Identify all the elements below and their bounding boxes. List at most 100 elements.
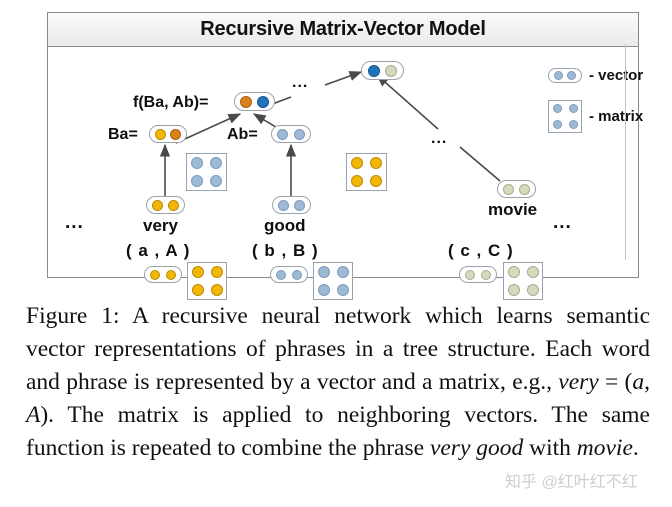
dot-olive xyxy=(507,284,520,296)
dot-blue xyxy=(552,104,562,114)
dot-blue xyxy=(210,157,223,169)
dot-yellow xyxy=(370,157,383,169)
tuple-label-very: ( a , A ) xyxy=(126,241,191,260)
caption-text-2: = ( xyxy=(598,369,633,395)
dot-orange xyxy=(170,128,182,140)
dot-yellow xyxy=(168,199,179,211)
dot-yellow xyxy=(350,157,363,169)
dot-blue xyxy=(317,284,330,296)
word-label-movie: movie xyxy=(488,200,538,219)
legend-divider xyxy=(625,44,626,260)
node-very-vector-lower[interactable] xyxy=(144,266,182,283)
dot-blue xyxy=(276,269,287,280)
figure-caption: Figure 1: A recursive neural network whi… xyxy=(26,300,650,465)
tuple-label-good: ( b , B ) xyxy=(252,241,319,260)
ab-equation-label: Ab= xyxy=(227,126,258,143)
dot-olive xyxy=(480,269,491,280)
node-movie-vector-lower[interactable] xyxy=(459,266,497,283)
dot-yellow xyxy=(152,199,163,211)
caption-text-6: . xyxy=(632,435,639,461)
node-phrase-vector[interactable] xyxy=(234,92,275,111)
node-root-vector[interactable] xyxy=(361,61,404,80)
legend-row-matrix: - matrix xyxy=(548,100,643,133)
dot-olive xyxy=(526,284,539,296)
dot-blue xyxy=(336,266,349,278)
dot-blue xyxy=(190,157,203,169)
caption-italic-4: very good xyxy=(429,435,524,461)
dot-blue-strong xyxy=(367,64,380,77)
figure-frame: Recursive Matrix-Vector Model xyxy=(47,12,643,300)
ellipsis-right: ... xyxy=(553,212,572,233)
caption-text-1: A recursive neural network which learns … xyxy=(26,303,651,395)
dot-yellow xyxy=(210,266,223,278)
matrix-very-upper[interactable] xyxy=(186,153,227,191)
dot-blue-strong xyxy=(257,95,269,108)
tuple-label-movie: ( c , C ) xyxy=(448,241,514,260)
watermark: 知乎 @红叶红不红 xyxy=(505,474,638,491)
node-good-vector[interactable] xyxy=(272,196,311,214)
matrix-movie-lower[interactable] xyxy=(503,262,543,300)
node-movie-vector[interactable] xyxy=(497,180,536,198)
matrix-good-lower[interactable] xyxy=(313,262,353,300)
phrase-equation-label: f(Ba, Ab)= xyxy=(133,94,209,111)
dot-yellow xyxy=(210,284,223,296)
dot-olive xyxy=(507,266,520,278)
dot-blue xyxy=(210,175,223,187)
node-ab-vector[interactable] xyxy=(271,125,311,143)
caption-italic-2: a xyxy=(632,369,645,395)
caption-text-5: with xyxy=(523,435,577,461)
dot-blue xyxy=(190,175,203,187)
matrix-good-upper[interactable] xyxy=(346,153,387,191)
legend-row-vector: - vector xyxy=(548,67,643,84)
dot-blue xyxy=(552,119,562,129)
dot-olive xyxy=(465,269,476,280)
matrix-very-lower[interactable] xyxy=(187,262,227,300)
node-very-vector[interactable] xyxy=(146,196,185,214)
figure-title-bar: Recursive Matrix-Vector Model xyxy=(48,13,638,47)
caption-italic-5: movie xyxy=(576,435,633,461)
dot-olive xyxy=(385,64,398,77)
dot-olive xyxy=(519,183,530,195)
caption-text-4: ). The matrix is applied to neighboring … xyxy=(26,402,650,461)
page-title: Recursive Matrix-Vector Model xyxy=(200,18,486,40)
dot-blue xyxy=(568,104,578,114)
dot-yellow xyxy=(165,269,176,280)
dot-blue xyxy=(293,128,305,140)
ellipsis-edge-top: ... xyxy=(292,74,309,91)
dot-blue xyxy=(553,71,563,80)
caption-prefix: Figure 1: xyxy=(26,303,120,329)
dot-blue xyxy=(278,199,289,211)
dot-yellow xyxy=(191,266,204,278)
dot-blue xyxy=(336,284,349,296)
dot-blue xyxy=(568,119,578,129)
dot-blue xyxy=(294,199,305,211)
dot-blue xyxy=(567,71,577,80)
caption-italic-1: very xyxy=(558,369,599,395)
legend-matrix-swatch xyxy=(548,100,582,133)
legend-label-vector: - vector xyxy=(589,67,644,84)
legend-vector-swatch xyxy=(548,68,582,83)
dot-yellow xyxy=(370,175,383,187)
diagram-canvas: ... ... f(Ba, Ab)= Ba= Ab= xyxy=(48,47,643,300)
dot-yellow xyxy=(191,284,204,296)
node-ba-vector[interactable] xyxy=(149,125,187,143)
legend-label-matrix: - matrix xyxy=(589,108,644,125)
caption-text-3: , xyxy=(644,369,650,395)
dot-blue xyxy=(277,128,289,140)
caption-italic-3: A xyxy=(26,402,41,428)
ellipsis-edge-right: ... xyxy=(431,130,448,147)
dot-olive xyxy=(526,266,539,278)
dot-yellow xyxy=(350,175,363,187)
word-label-very: very xyxy=(143,216,178,235)
dot-blue xyxy=(317,266,330,278)
word-label-good: good xyxy=(264,216,306,235)
ba-equation-label: Ba= xyxy=(108,126,138,143)
node-good-vector-lower[interactable] xyxy=(270,266,308,283)
dot-blue xyxy=(291,269,302,280)
dot-orange xyxy=(240,95,252,108)
legend: - vector - matrix xyxy=(548,67,668,149)
dot-yellow xyxy=(150,269,161,280)
ellipsis-left: ... xyxy=(65,212,84,233)
dot-olive xyxy=(503,183,514,195)
dot-yellow xyxy=(154,128,166,140)
